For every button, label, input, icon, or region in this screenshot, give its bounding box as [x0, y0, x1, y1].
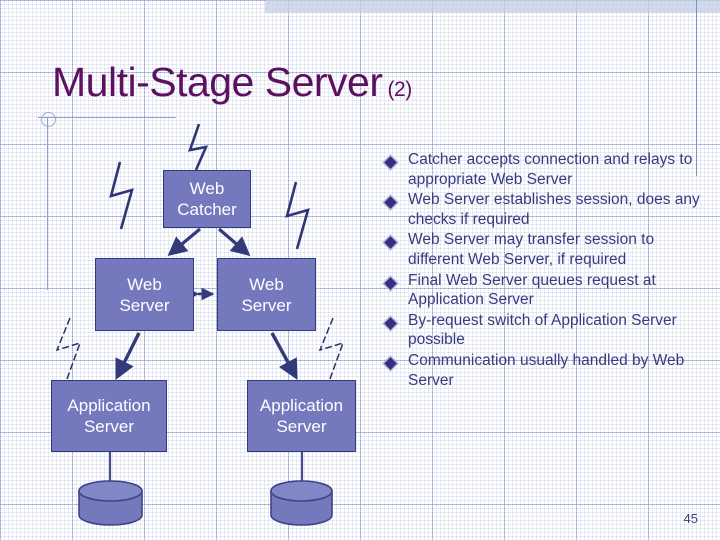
lightning-bolt-group-upper	[109, 123, 310, 250]
node-web-catcher-line2: Catcher	[177, 200, 237, 219]
lightning-bolt-left-upper	[109, 161, 134, 230]
list-item: Communication usually handled by Web Ser…	[384, 351, 706, 390]
right-vertical-rule	[696, 0, 697, 176]
node-application-server-1-line2: Server	[83, 417, 135, 436]
node-web-catcher[interactable]: Web Catcher	[163, 170, 251, 228]
diamond-bullet-icon	[384, 190, 408, 212]
list-item: Web Server may transfer session to diffe…	[384, 230, 706, 269]
lightning-bolt-right-lower	[318, 317, 345, 380]
diagram-connectors-layer	[55, 123, 345, 526]
list-item: Catcher accepts connection and relays to…	[384, 150, 706, 189]
bullet-text: Web Server establishes session, does any…	[408, 191, 700, 228]
node-web-server-1[interactable]: Web Server	[95, 258, 194, 331]
list-item: By-request switch of Application Server …	[384, 311, 706, 350]
list-item: Web Server establishes session, does any…	[384, 190, 706, 229]
diamond-bullet-icon	[384, 230, 408, 252]
left-vertical-rule	[47, 118, 48, 290]
connector-catcher-to-webserver2	[217, 227, 251, 257]
page-number: 45	[683, 511, 698, 526]
title-underline-rule	[38, 117, 176, 118]
bullet-text: Catcher accepts connection and relays to…	[408, 151, 693, 188]
node-application-server-1[interactable]: Application Server	[51, 380, 167, 452]
diamond-bullet-icon	[384, 150, 408, 172]
lightning-bolt-group-lower	[55, 317, 345, 380]
bullet-text: Communication usually handled by Web Ser…	[408, 351, 685, 389]
lightning-bolt-top-center	[188, 123, 209, 171]
diamond-bullet-icon	[384, 351, 408, 373]
node-application-server-2-line1: Application	[259, 396, 344, 415]
diamond-bullet-icon	[384, 271, 408, 293]
list-item: Final Web Server queues request at Appli…	[384, 271, 706, 310]
architecture-diagram: Web Catcher Web Server Web Server Applic…	[51, 123, 356, 526]
connector-catcher-to-webserver1	[167, 227, 202, 257]
node-web-server-1-line1: Web	[127, 274, 162, 294]
lightning-bolt-right-upper	[285, 181, 310, 250]
node-application-server-1-line1: Application	[67, 396, 151, 415]
node-web-server-1-line2: Server	[119, 295, 170, 315]
connector-webserver2-to-appserver2	[270, 332, 298, 380]
page-title-text: Multi-Stage Server	[52, 59, 383, 105]
bullet-list: Catcher accepts connection and relays to…	[384, 150, 706, 391]
node-web-server-2[interactable]: Web Server	[217, 258, 316, 331]
database-cylinder-1	[78, 480, 143, 526]
node-web-server-2-line2: Server	[241, 295, 292, 315]
background-top-band	[265, 0, 720, 13]
node-web-server-2-line1: Web	[249, 274, 284, 294]
database-cylinder-2	[270, 480, 333, 526]
page-title: Multi-Stage Server(2)	[52, 59, 412, 113]
bullet-text: Web Server may transfer session to diffe…	[408, 231, 655, 268]
diamond-bullet-icon	[384, 311, 408, 333]
node-application-server-2[interactable]: Application Server	[247, 380, 356, 452]
lightning-bolt-left-lower	[55, 317, 82, 380]
connector-webserver1-to-appserver1	[115, 332, 141, 381]
bullet-text: Final Web Server queues request at Appli…	[408, 271, 656, 309]
page-title-suffix: (2)	[387, 78, 413, 101]
node-web-catcher-line1: Web	[189, 179, 225, 198]
bullet-text: By-request switch of Application Server …	[408, 311, 677, 349]
rule-circle-decoration	[41, 112, 56, 127]
node-application-server-2-line2: Server	[276, 417, 327, 436]
